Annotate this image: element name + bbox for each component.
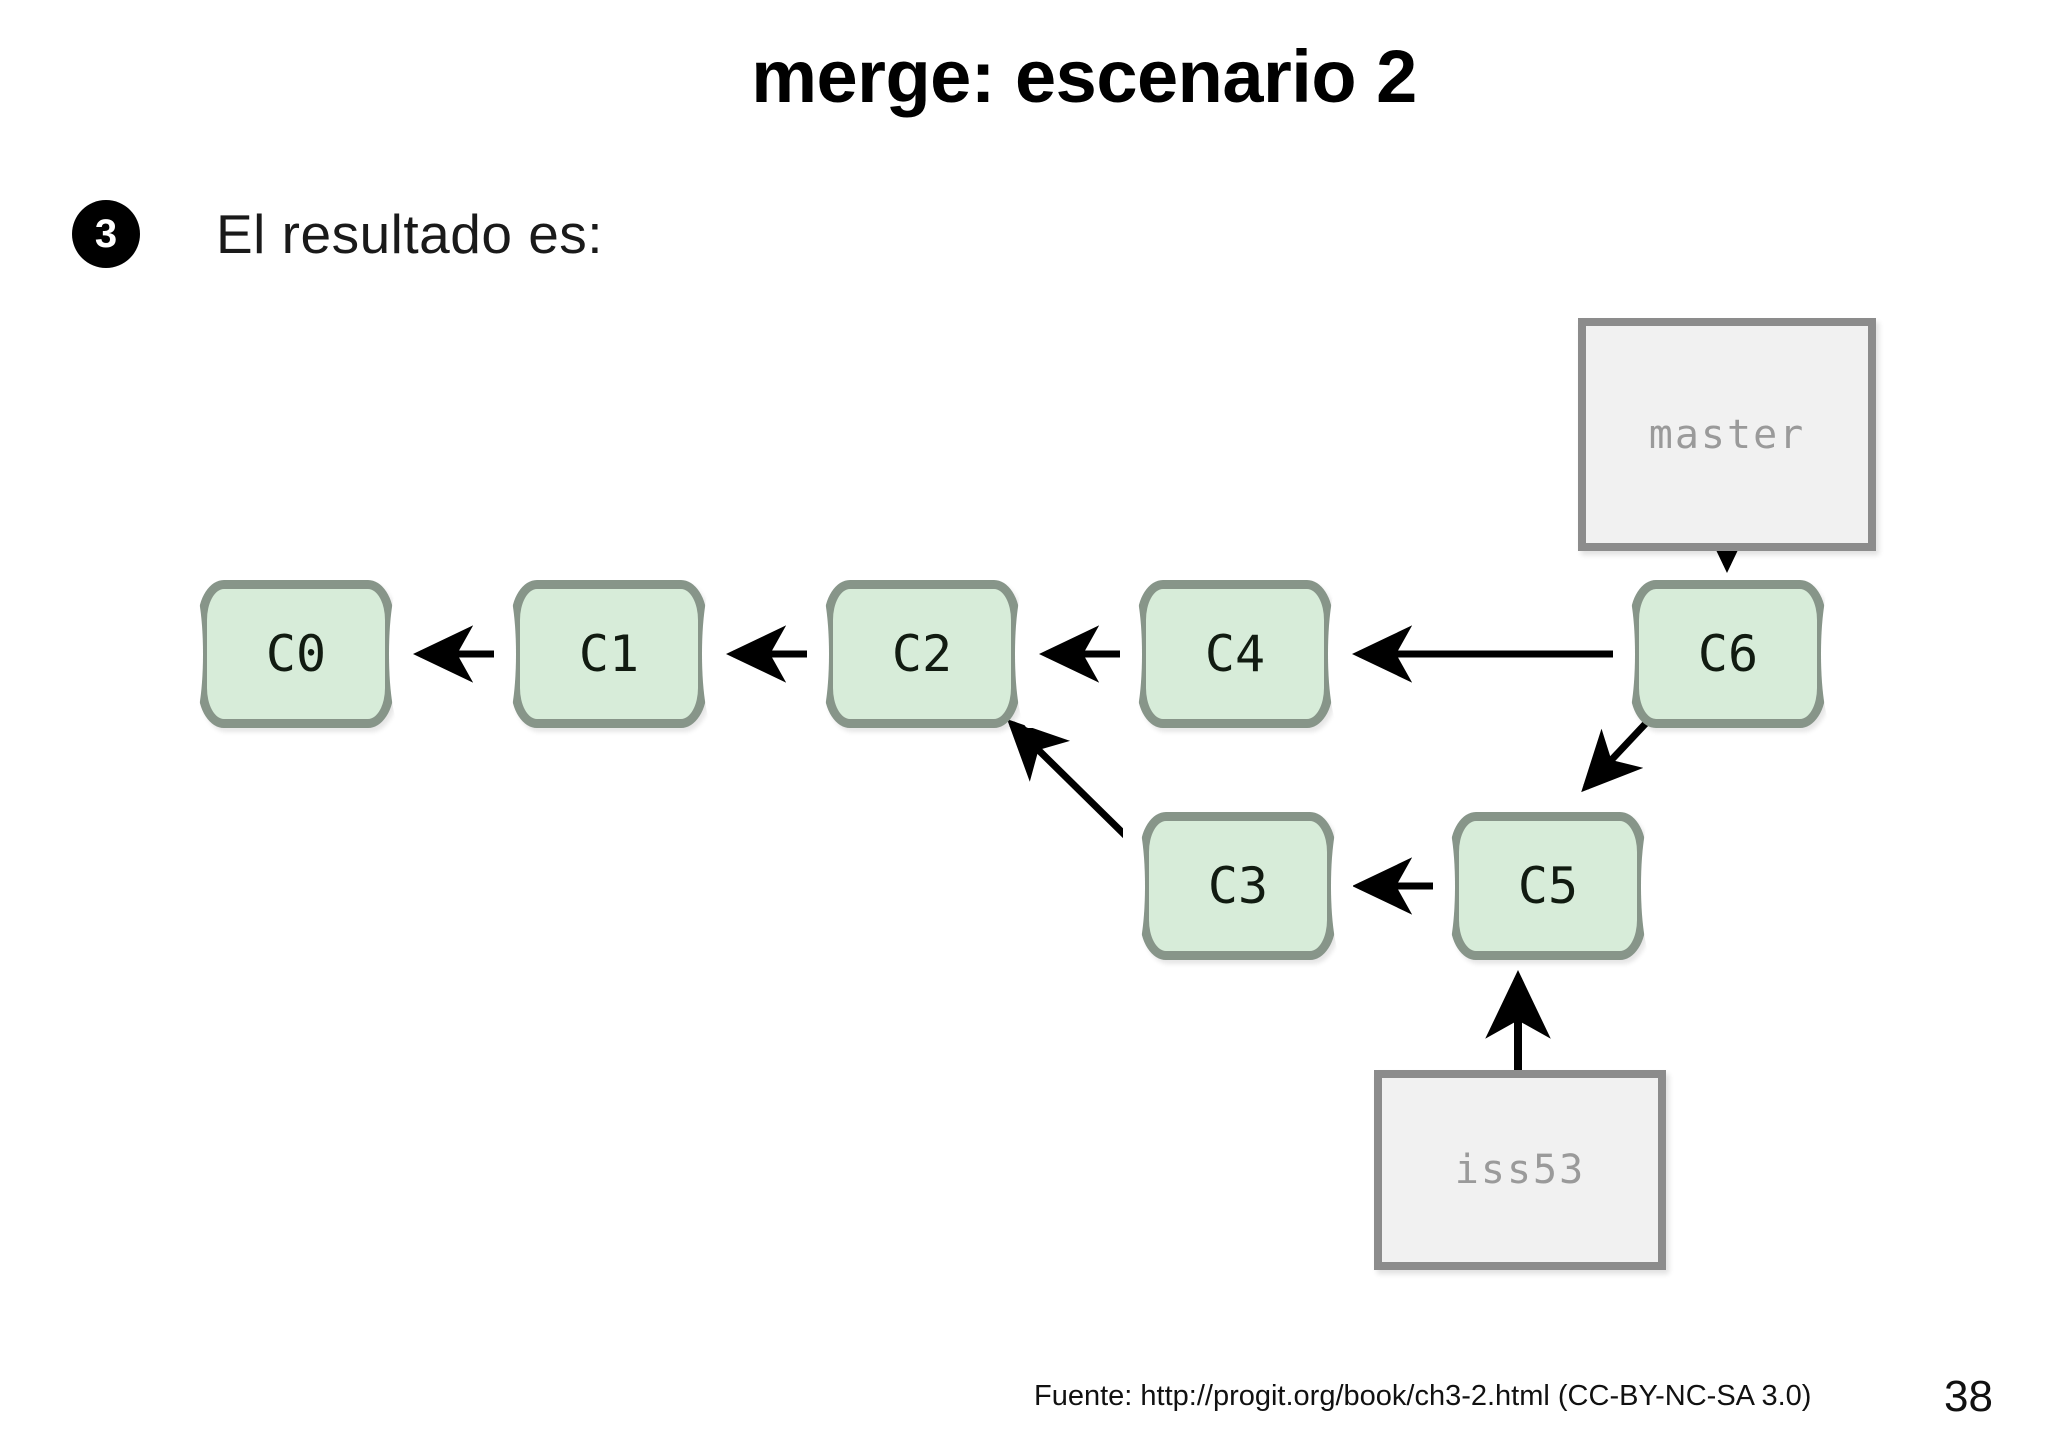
commit-node-c3[interactable]: C3	[1123, 812, 1353, 960]
branch-label-text: iss53	[1454, 1147, 1586, 1193]
commit-label: C0	[265, 625, 327, 683]
commit-label: C2	[891, 625, 953, 683]
arrow-c6-to-c5	[1581, 718, 1651, 793]
commit-label: C3	[1207, 857, 1269, 915]
branch-label-text: master	[1648, 411, 1806, 458]
commit-node-c4[interactable]: C4	[1120, 580, 1350, 728]
commit-node-c1[interactable]: C1	[494, 580, 724, 728]
commit-node-c6[interactable]: C6	[1613, 580, 1843, 728]
commit-label: C6	[1697, 625, 1759, 683]
arrow-c3-to-c2	[1007, 719, 1138, 848]
page-title: merge: escenario 2	[751, 35, 1417, 118]
page-number: 38	[1944, 1372, 1993, 1421]
branch-label-master[interactable]: master	[1578, 318, 1876, 551]
footer-source-text: Fuente: http://progit.org/book/ch3-2.htm…	[1034, 1380, 1812, 1412]
bullet-text: El resultado es:	[216, 203, 604, 265]
commit-node-c2[interactable]: C2	[807, 580, 1037, 728]
commit-label: C4	[1204, 625, 1266, 683]
branch-label-iss53[interactable]: iss53	[1374, 1070, 1666, 1270]
commit-node-c5[interactable]: C5	[1433, 812, 1663, 960]
bullet-number-marker: 3	[72, 200, 140, 268]
commit-label: C1	[578, 625, 640, 683]
commit-label: C5	[1517, 857, 1579, 915]
commit-node-c0[interactable]: C0	[181, 580, 411, 728]
bullet-row: 3 El resultado es:	[72, 200, 603, 268]
